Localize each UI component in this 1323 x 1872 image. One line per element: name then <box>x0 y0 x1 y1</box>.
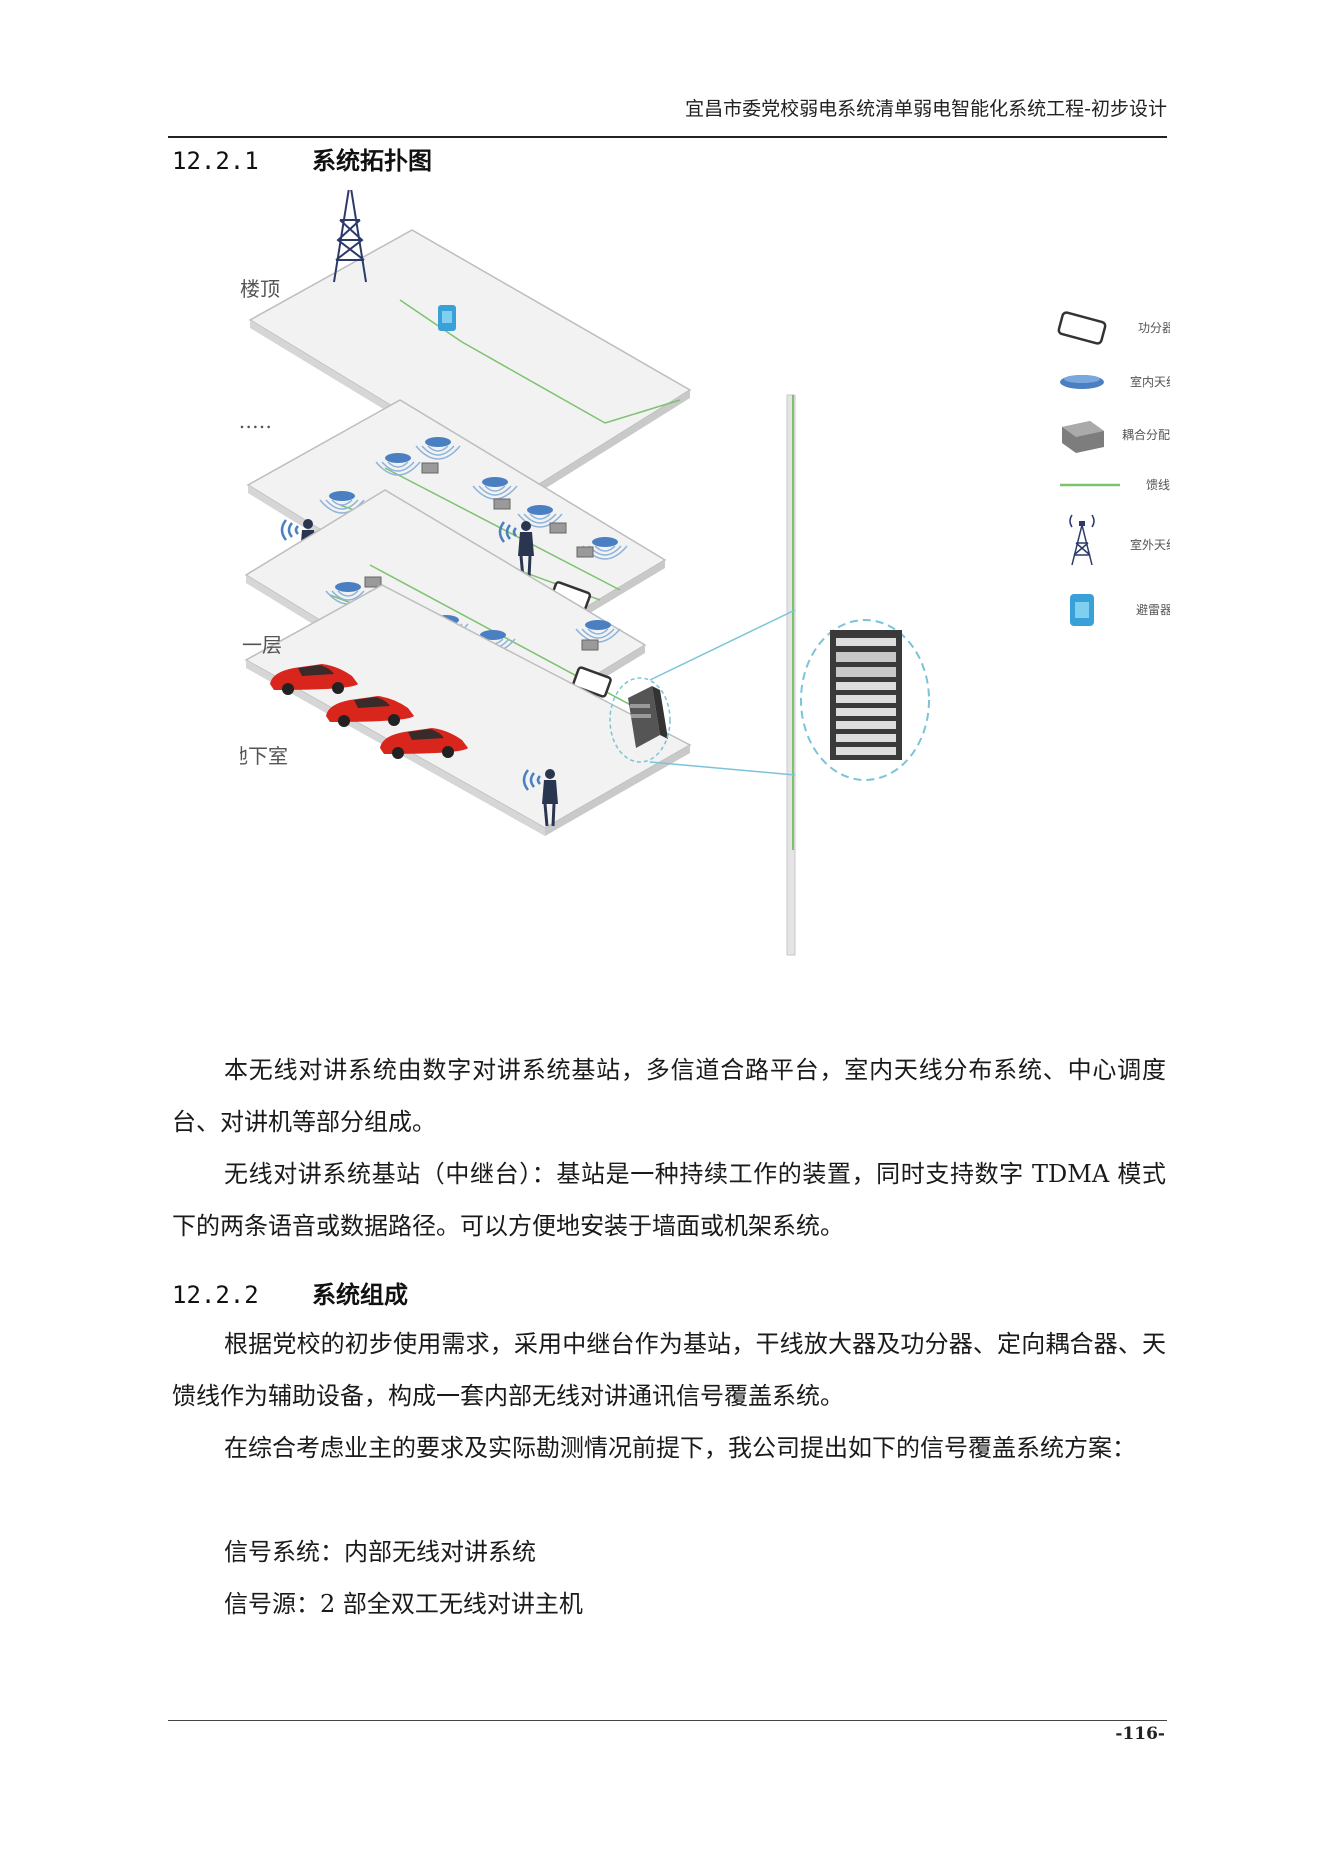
coupler-icon <box>1062 421 1104 453</box>
legend-label-indoor-antenna: 室内天线 <box>1130 374 1170 389</box>
section-title: 系统组成 <box>312 1280 408 1309</box>
paragraph-2: 无线对讲系统基站（中继台）：基站是一种持续工作的装置，同时支持数字 TDMA 模… <box>172 1160 1166 1240</box>
lightning-arrester-icon <box>1070 594 1094 626</box>
running-header: 宜昌市委党校弱电系统清单弱电智能化系统工程-初步设计 <box>685 98 1167 120</box>
paragraph-4: 在综合考虑业主的要求及实际勘测情况前提下，我公司提出如下的信号覆盖系统方案： <box>224 1434 1136 1462</box>
parking-floor <box>244 584 692 836</box>
floor-label-ellipsis: …… <box>240 409 272 433</box>
power-splitter-icon <box>1057 311 1107 345</box>
legend-label-coupler: 耦合分配器 <box>1122 427 1170 442</box>
floor-label-roof: 楼顶 <box>240 277 280 301</box>
base-station-cabinet <box>628 686 668 748</box>
callout-small <box>609 677 671 763</box>
callout-line-top <box>649 609 796 681</box>
rack-cabinet <box>830 630 902 760</box>
header-rule <box>168 136 1167 138</box>
paragraph-5: 信号系统：内部无线对讲系统 <box>224 1538 536 1566</box>
paragraph-6: 信号源：2 部全双工无线对讲主机 <box>224 1590 583 1618</box>
roof-lightning-arrester <box>438 305 456 331</box>
topology-figure: 楼顶 …… 一层 地下室 功分器 室内天线 耦合分配器 <box>240 190 1170 1030</box>
section-number: 12.2.2 <box>172 1281 259 1309</box>
outdoor-antenna-icon <box>1069 514 1095 566</box>
callout-line-bottom <box>649 761 796 776</box>
footer-rule <box>168 1720 1167 1721</box>
paragraph-1: 本无线对讲系统由数字对讲系统基站，多信道合路平台，室内天线分布系统、中心调度台、… <box>172 1056 1166 1136</box>
section-heading-12-2-1: 12.2.1 系统拓扑图 <box>172 141 432 176</box>
section-number: 12.2.1 <box>172 147 259 175</box>
topology-diagram: 楼顶 …… 一层 地下室 功分器 室内天线 耦合分配器 <box>240 190 1170 956</box>
riser <box>786 394 796 956</box>
paragraph-3: 根据党校的初步使用需求，采用中继台作为基站，干线放大器及功分器、定向耦合器、天馈… <box>172 1330 1166 1410</box>
outdoor-antenna-tower <box>333 190 367 283</box>
legend-label-feeder: 馈线 <box>1146 478 1170 492</box>
indoor-antenna-icon <box>1060 375 1104 389</box>
legend-label-outdoor-antenna: 室外天线 <box>1130 537 1170 552</box>
section-title: 系统拓扑图 <box>312 146 432 175</box>
floor-label-basement: 地下室 <box>240 744 288 768</box>
legend: 功分器 室内天线 耦合分配器 馈线 室外天线 <box>1057 311 1170 626</box>
legend-label-lightning-arrester: 避雷器 <box>1136 603 1170 617</box>
section-heading-12-2-2: 12.2.2 系统组成 <box>172 1275 408 1310</box>
legend-label-power-splitter: 功分器 <box>1138 321 1170 335</box>
floor-label-first: 一层 <box>242 633 282 657</box>
page-number: -116- <box>1115 1724 1165 1744</box>
